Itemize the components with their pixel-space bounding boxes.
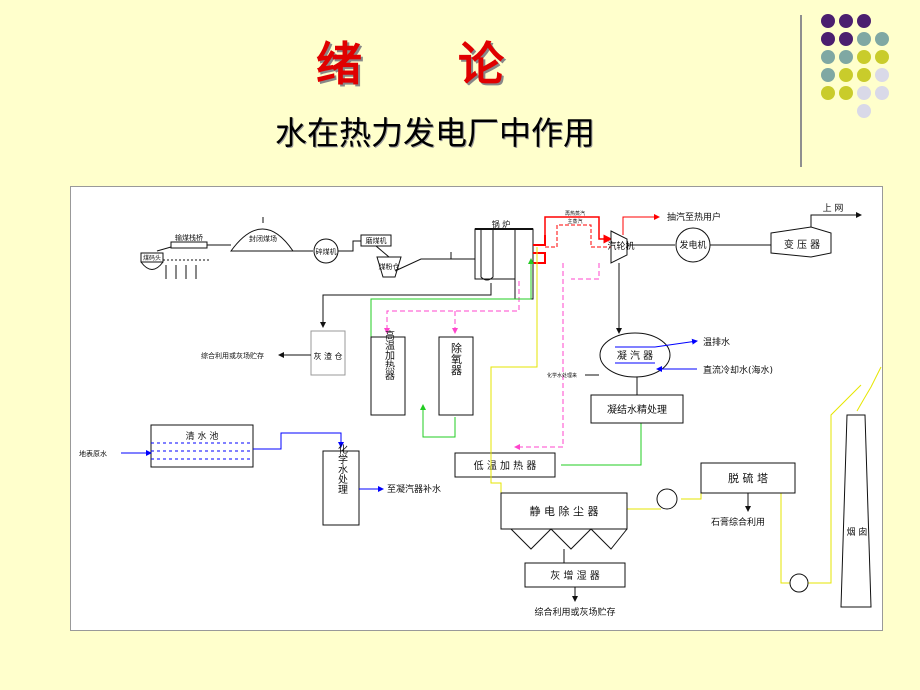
chem-water-label: 化学水处理来 — [547, 372, 577, 379]
decor-dot — [821, 14, 835, 28]
ash-use-2-label: 综合利用或灰场贮存 — [534, 606, 615, 618]
decor-dot — [857, 104, 871, 118]
closed-coal-yard: 封闭煤场 — [230, 217, 313, 252]
decor-dot — [875, 50, 889, 64]
chimney: 烟 囱 — [840, 366, 882, 608]
main-steam-label: 主蒸汽 — [567, 218, 582, 225]
desulfurization-tower: 脱 硫 塔 石膏综合利用 — [700, 462, 809, 593]
ash-use-1-label: 综合利用或灰场贮存 — [201, 351, 264, 360]
cooling-water-label: 直流冷却水(海水) — [703, 364, 773, 376]
steam-turbine: 汽轮机 抽汽至热用户 — [607, 211, 721, 264]
decor-dot — [839, 68, 853, 82]
decor-dot — [839, 86, 853, 100]
decor-dot — [821, 68, 835, 82]
decor-dot — [875, 32, 889, 46]
coal-pier: 煤码头 — [140, 252, 211, 279]
pc-bin-label: 煤粉仓 — [379, 262, 400, 271]
boiler-label: 锅 炉 — [492, 219, 511, 229]
raw-water-label: 地表原水 — [79, 449, 107, 458]
decor-dot — [857, 14, 871, 28]
pulverized-coal-bin: 煤粉仓 — [376, 252, 452, 278]
extraction-label: 抽汽至热用户 — [667, 211, 721, 223]
coal-breaker: 碎煤机 — [313, 238, 361, 264]
electrostatic-precipitator: 静 电 除 尘 器 — [500, 488, 678, 563]
decor-dot — [839, 50, 853, 64]
coal-mill: 磨煤机 — [360, 234, 392, 258]
generator-label: 发电机 — [679, 239, 706, 251]
chimney-label: 烟 囱 — [847, 526, 868, 538]
lp-heater-label: 低 温 加 热 器 — [474, 459, 537, 472]
closed-yard-label: 封闭煤场 — [249, 234, 277, 243]
decor-dot — [875, 68, 889, 82]
conveyor-bridge: 输煤栈桥 — [156, 233, 231, 252]
decor-dot — [857, 68, 871, 82]
decor-dot — [839, 14, 853, 28]
condensate-polishing: 凝结水精处理 — [590, 377, 684, 424]
conveyor-label: 输煤栈桥 — [175, 233, 203, 242]
slide-title: 绪 论 — [315, 37, 544, 91]
ash-bin-label: 灰 渣 仓 — [313, 351, 342, 361]
slide-subtitle: 水在热力发电厂中作用 — [274, 114, 595, 152]
desulf-label: 脱 硫 塔 — [728, 471, 768, 485]
power-plant-diagram: 煤码头 输煤栈桥 封闭煤场 碎煤机 磨煤机 煤粉仓 锅 炉 — [70, 186, 883, 631]
transformer: 变 压 器 上 网 — [770, 203, 862, 258]
condenser-label: 凝 汽 器 — [617, 349, 653, 362]
decor-dot — [821, 50, 835, 64]
chem-treat-label: 化学水处理 — [336, 443, 348, 494]
deaerator-label: 除氧器 — [450, 341, 463, 376]
grinder-label: 磨煤机 — [366, 236, 387, 245]
main-steam-line: 再热蒸汽 主蒸汽 — [533, 210, 613, 264]
title-divider — [800, 15, 802, 167]
grid-label: 上 网 — [823, 203, 844, 214]
ash-silo: 灰 渣 仓 综合利用或灰场贮存 — [201, 330, 346, 376]
decor-dot — [821, 32, 835, 46]
chemical-water-treatment: 化学水处理 至凝汽器补水 — [322, 443, 441, 526]
decor-dot — [839, 32, 853, 46]
generator: 发电机 — [675, 227, 771, 263]
turbine-label: 汽轮机 — [607, 240, 634, 252]
ash-humidifier: 灰 增 湿 器 综合利用或灰场贮存 — [524, 562, 626, 618]
polish-label: 凝结水精处理 — [607, 403, 667, 416]
makeup-label: 至凝汽器补水 — [387, 483, 441, 495]
deaerator: 除氧器 — [438, 336, 474, 416]
hp-heater: 高温加热器 — [370, 329, 406, 416]
condenser: 凝 汽 器 温排水 直流冷却水(海水) 化学水处理来 — [547, 263, 773, 379]
clear-pool-label: 清 水 池 — [186, 430, 219, 442]
decor-dot — [857, 86, 871, 100]
coal-pier-label: 煤码头 — [143, 254, 161, 262]
reheat-label: 再热蒸汽 — [565, 210, 585, 217]
decor-dot — [857, 50, 871, 64]
breaker-label: 碎煤机 — [316, 247, 337, 256]
warm-drain-label: 温排水 — [703, 336, 730, 348]
esp-label: 静 电 除 尘 器 — [530, 504, 599, 518]
decor-dot — [875, 86, 889, 100]
humidifier-label: 灰 增 湿 器 — [550, 569, 600, 582]
clear-water-pool: 清 水 池 地表原水 — [79, 424, 344, 468]
decor-dot — [821, 86, 835, 100]
lp-heater: 低 温 加 热 器 — [454, 452, 556, 478]
decor-dot — [857, 32, 871, 46]
boiler: 锅 炉 — [451, 219, 534, 300]
gypsum-label: 石膏综合利用 — [711, 516, 765, 528]
hp-heater-label: 高温加热器 — [383, 329, 395, 381]
transformer-label: 变 压 器 — [784, 238, 820, 251]
